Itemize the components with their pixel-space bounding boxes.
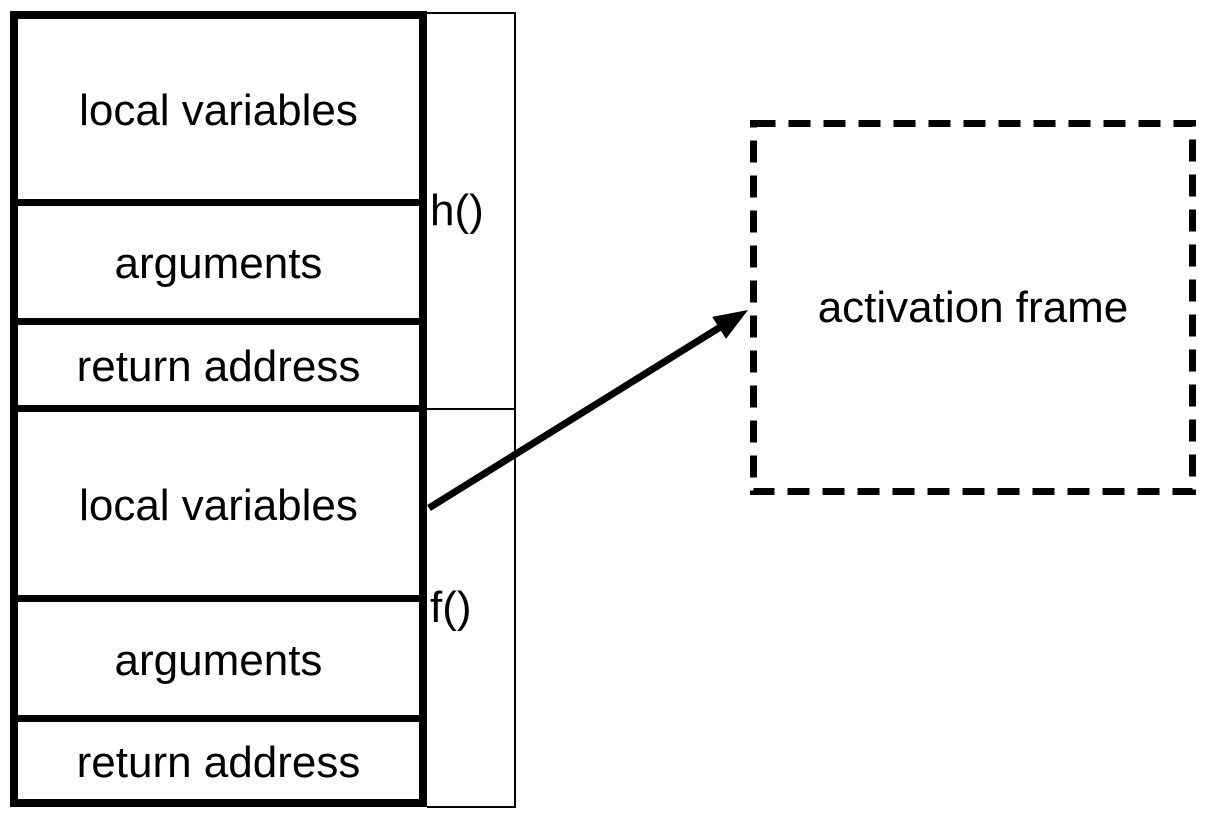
- frame-group-h: h(): [427, 14, 514, 410]
- stack-cell-local-variables-f: local variables: [18, 405, 419, 595]
- pointer-arrowhead-icon: [712, 310, 748, 339]
- frame-label-f: f(): [430, 583, 472, 632]
- frame-labels-column: h() f(): [427, 12, 516, 808]
- stack-cell-arguments-h: arguments: [18, 199, 419, 318]
- stack-cell-return-address-h: return address: [18, 318, 419, 405]
- stack-cell-return-address-f: return address: [18, 715, 419, 799]
- activation-frame-label: activation frame: [817, 282, 1129, 332]
- call-stack-box: local variables arguments return address…: [10, 11, 427, 807]
- stack-cell-local-variables-h: local variables: [79, 86, 358, 135]
- frame-label-h: h(): [430, 186, 484, 235]
- stack-cell-arguments-f: arguments: [18, 595, 419, 715]
- frame-group-f: f(): [427, 410, 514, 806]
